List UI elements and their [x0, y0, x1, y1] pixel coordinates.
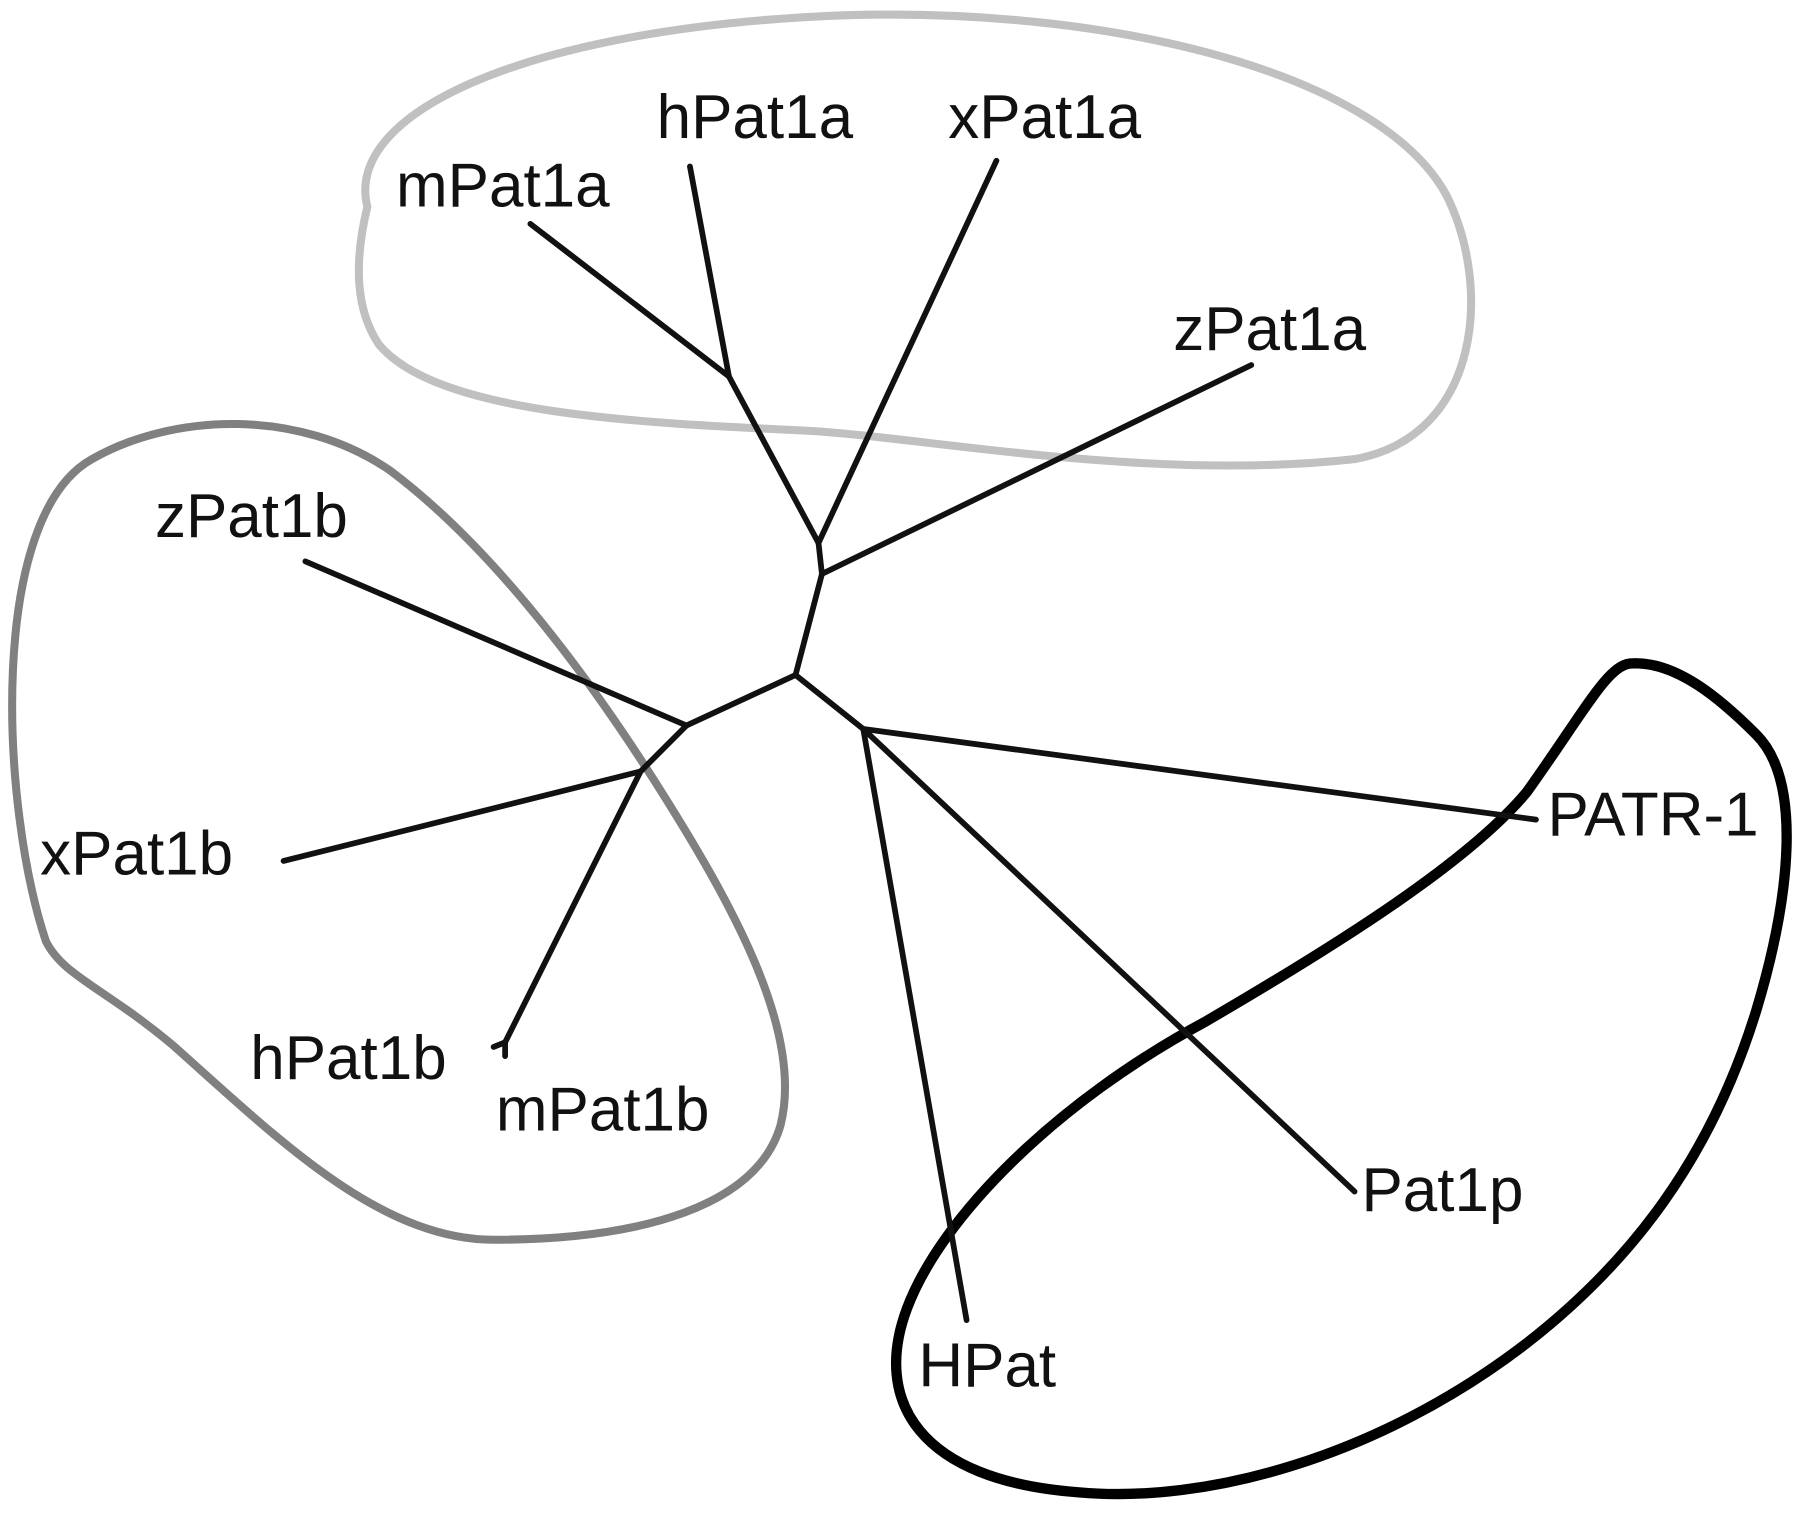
branch-patr1	[860, 726, 1539, 823]
branch-internal-3	[792, 571, 825, 678]
invertebrate-group-outline	[890, 658, 1792, 1500]
branch-mPat1a	[527, 220, 732, 380]
label-zPat1a: zPat1a	[1173, 295, 1366, 364]
branch-hPat1b-mPat1b	[502, 768, 644, 1046]
pat1b-group-outline	[8, 420, 790, 1244]
pat1a-group-outline	[354, 10, 1476, 470]
branch-internal-6	[792, 672, 867, 732]
label-xPat1a: xPat1a	[948, 83, 1141, 152]
tree-branches	[280, 157, 1539, 1324]
branch-zPat1b	[302, 558, 690, 729]
label-zPat1b: zPat1b	[155, 482, 348, 551]
label-hPat1a: hPat1a	[657, 83, 854, 152]
branch-internal-5	[637, 722, 690, 775]
branch-pat1p	[860, 726, 1358, 1195]
branch-hPat1a	[687, 163, 732, 380]
label-xPat1b: xPat1b	[40, 820, 233, 889]
branch-xPat1b	[280, 768, 644, 864]
label-hpat: HPat	[918, 1332, 1056, 1401]
branch-xPat1a	[815, 157, 1000, 546]
label-mPat1b: mPat1b	[496, 1076, 710, 1145]
label-pat1p: Pat1p	[1361, 1156, 1523, 1225]
label-hPat1b: hPat1b	[250, 1024, 446, 1093]
label-patr1: PATR-1	[1547, 781, 1758, 850]
label-mPat1a: mPat1a	[396, 152, 610, 221]
branch-internal-2	[815, 540, 825, 577]
branch-internal-4	[683, 672, 799, 729]
branch-zPat1a	[819, 362, 1255, 577]
branch-internal-1	[726, 373, 822, 546]
branch-hpat	[860, 726, 970, 1324]
